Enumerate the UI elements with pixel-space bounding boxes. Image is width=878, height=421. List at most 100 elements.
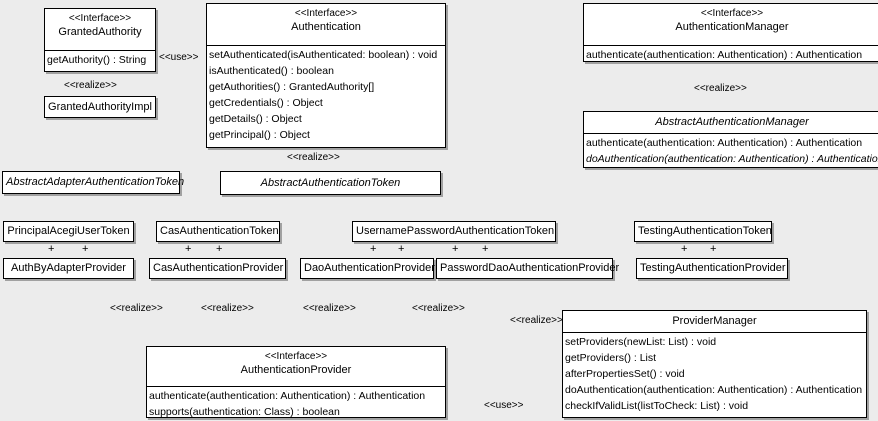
class-name: AuthenticationManager [675, 21, 789, 33]
class-member: setAuthenticated(isAuthenticated: boolea… [209, 49, 438, 61]
class-members: authenticate(authentication: Authenticat… [147, 386, 445, 421]
class-auth-by-adapter-provider[interactable]: AuthByAdapterProvider [3, 258, 134, 279]
edge-label-realize-auth-by-adapter: <<realize>> [110, 303, 163, 314]
class-name: AuthenticationProvider [240, 364, 352, 376]
class-authentication-manager[interactable]: <<Interface>> AuthenticationManager auth… [583, 3, 878, 62]
class-abstract-adapter-authentication-token[interactable]: AbstractAdapterAuthenticationToken [2, 171, 185, 194]
class-name: ProviderManager [672, 315, 757, 327]
association-plus: + [370, 243, 377, 255]
class-dao-authentication-provider[interactable]: DaoAuthenticationProvider [300, 258, 435, 279]
association-plus: + [216, 243, 223, 255]
association-plus: + [482, 243, 489, 255]
class-members: getAuthority() : String [45, 50, 155, 69]
class-members: setProviders(newList: List) : void getPr… [563, 332, 866, 415]
class-member: checkIfValidList(listToCheck: List) : vo… [565, 400, 749, 412]
class-header: <<Interface>> Authentication [207, 4, 445, 45]
class-granted-authority[interactable]: <<Interface>> GrantedAuthority getAuthor… [44, 8, 156, 72]
class-testing-authentication-token[interactable]: TestingAuthenticationToken [634, 221, 772, 242]
class-header: UsernamePasswordAuthenticationToken [353, 222, 555, 241]
edge-label-realize-dao-provider: <<realize>> [303, 303, 356, 314]
class-header: CasAuthenticationProvider [150, 259, 285, 278]
class-authentication[interactable]: <<Interface>> Authentication setAuthenti… [206, 3, 446, 148]
class-header: ProviderManager [563, 311, 866, 332]
class-member: authenticate(authentication: Authenticat… [586, 137, 863, 149]
class-header: <<Interface>> AuthenticationProvider [147, 347, 445, 386]
class-granted-authority-impl[interactable]: GrantedAuthorityImpl [44, 96, 156, 118]
class-authentication-provider[interactable]: <<Interface>> AuthenticationProvider aut… [146, 346, 446, 418]
association-plus: + [82, 243, 89, 255]
edge-label-realize-password-dao-provider: <<realize>> [412, 303, 465, 314]
class-name: AuthByAdapterProvider [11, 262, 126, 274]
class-member: supports(authentication: Class) : boolea… [149, 406, 340, 418]
class-header: TestingAuthenticationProvider [637, 259, 787, 278]
class-name: TestingAuthenticationToken [638, 225, 772, 237]
class-member: getCredentials() : Object [209, 97, 323, 109]
class-name: DaoAuthenticationProvider [304, 262, 435, 274]
class-provider-manager[interactable]: ProviderManager setProviders(newList: Li… [562, 310, 867, 418]
class-name: Authentication [291, 21, 361, 33]
class-member: getProviders() : List [565, 352, 657, 364]
association-plus: + [398, 243, 405, 255]
class-header: AbstractAdapterAuthenticationToken [3, 172, 185, 192]
class-cas-authentication-token[interactable]: CasAuthenticationToken [156, 221, 280, 242]
class-header: CasAuthenticationToken [157, 222, 279, 241]
class-member: isAuthenticated() : boolean [209, 65, 334, 77]
class-principal-acegi-user-token[interactable]: PrincipalAcegiUserToken [3, 221, 134, 242]
class-name: UsernamePasswordAuthenticationToken [356, 225, 555, 237]
class-member: afterPropertiesSet() : void [565, 368, 685, 380]
association-plus: + [452, 243, 459, 255]
association-plus: + [185, 243, 192, 255]
class-username-password-authentication-token[interactable]: UsernamePasswordAuthenticationToken [352, 221, 556, 242]
class-header: <<Interface>> GrantedAuthority [45, 9, 155, 50]
class-stereotype: <<Interface>> [68, 13, 132, 24]
class-member: authenticate(authentication: Authenticat… [149, 390, 426, 402]
class-name: AbstractAuthenticationManager [655, 116, 809, 128]
association-plus: + [681, 243, 688, 255]
class-password-dao-authentication-provider[interactable]: PasswordDaoAuthenticationProvider [436, 258, 620, 279]
edge-label-use-granted-authority: <<use>> [159, 52, 199, 63]
class-header: DaoAuthenticationProvider [301, 259, 435, 278]
class-abstract-authentication-manager[interactable]: AbstractAuthenticationManager authentica… [583, 111, 878, 168]
class-abstract-authentication-token[interactable]: AbstractAuthenticationToken [220, 171, 441, 195]
class-header: AbstractAuthenticationManager [584, 112, 878, 133]
edge-label-realize-authentication: <<realize>> [287, 152, 340, 163]
edge-label-realize-cas-provider: <<realize>> [201, 303, 254, 314]
class-header: GrantedAuthorityImpl [45, 97, 155, 117]
class-header: PrincipalAcegiUserToken [4, 222, 133, 241]
class-stereotype: <<Interface>> [294, 8, 358, 19]
association-plus: + [48, 243, 55, 255]
class-member: setProviders(newList: List) : void [565, 336, 717, 348]
class-name: GrantedAuthorityImpl [48, 101, 152, 113]
class-header: <<Interface>> AuthenticationManager [584, 4, 878, 45]
class-stereotype: <<Interface>> [700, 8, 764, 19]
edge-label-realize-testing-provider: <<realize>> [510, 315, 563, 326]
class-cas-authentication-provider[interactable]: CasAuthenticationProvider [149, 258, 286, 279]
class-members: authenticate(authentication: Authenticat… [584, 133, 878, 168]
class-member: getDetails() : Object [209, 113, 302, 125]
class-name: PasswordDaoAuthenticationProvider [440, 262, 620, 274]
class-header: AbstractAuthenticationToken [221, 172, 440, 193]
edge-label-realize-authentication-manager: <<realize>> [694, 83, 747, 94]
class-name: CasAuthenticationToken [160, 225, 279, 237]
class-members: setAuthenticated(isAuthenticated: boolea… [207, 45, 445, 144]
class-stereotype: <<Interface>> [264, 351, 328, 362]
class-name: GrantedAuthority [58, 26, 142, 38]
class-member: getAuthority() : String [47, 54, 147, 66]
edge-label-realize-granted-authority: <<realize>> [64, 80, 117, 91]
class-header: PasswordDaoAuthenticationProvider [437, 259, 620, 278]
class-member: authenticate(authentication: Authenticat… [586, 49, 863, 61]
class-name: PrincipalAcegiUserToken [7, 225, 130, 237]
class-name: TestingAuthenticationProvider [640, 262, 786, 274]
class-name: AbstractAuthenticationToken [260, 177, 401, 189]
class-header: TestingAuthenticationToken [635, 222, 772, 241]
association-plus: + [710, 243, 717, 255]
class-name: CasAuthenticationProvider [153, 262, 284, 274]
class-testing-authentication-provider[interactable]: TestingAuthenticationProvider [636, 258, 788, 279]
class-members: authenticate(authentication: Authenticat… [584, 45, 878, 64]
class-member: doAuthentication(authentication: Authent… [586, 153, 878, 165]
class-name: AbstractAdapterAuthenticationToken [6, 176, 185, 188]
class-member: doAuthentication(authentication: Authent… [565, 384, 863, 396]
class-member: getPrincipal() : Object [209, 129, 310, 141]
class-header: AuthByAdapterProvider [4, 259, 133, 278]
